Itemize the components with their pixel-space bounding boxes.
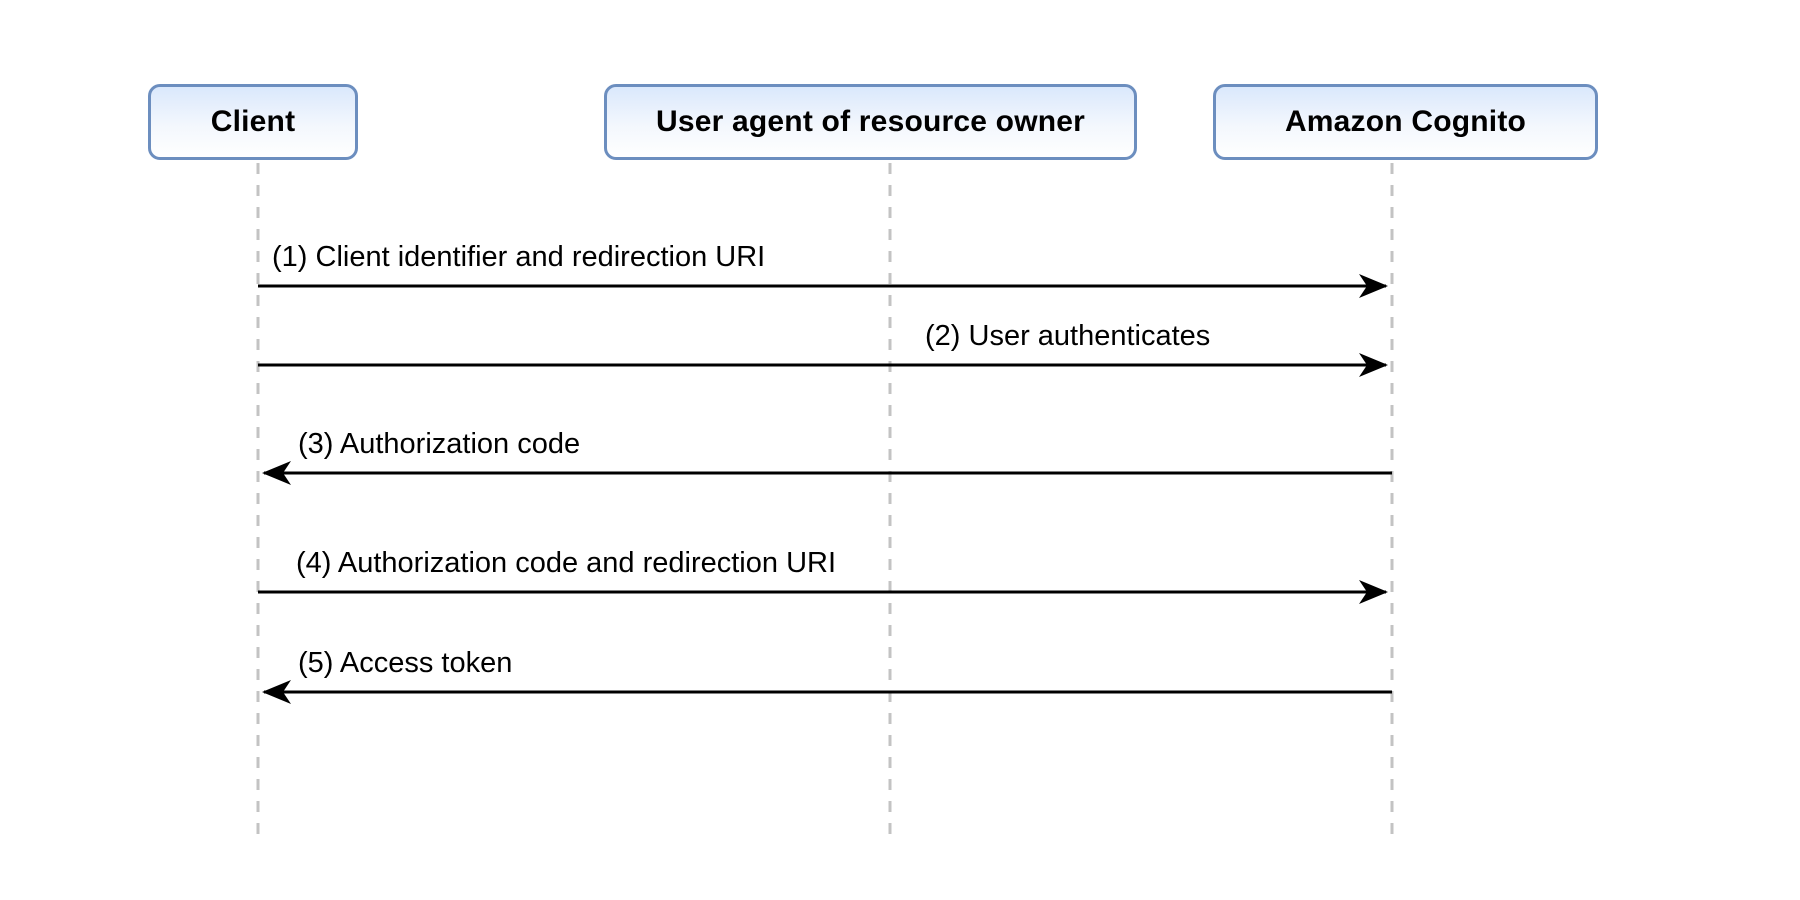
actor-amazon-cognito-label: Amazon Cognito [1284,105,1527,138]
actor-client-label: Client [210,105,296,138]
message-label-4: (4) Authorization code and redirection U… [296,547,837,579]
message-label-1: (1) Client identifier and redirection UR… [272,241,766,273]
message-label-3: (3) Authorization code [298,428,581,460]
message-label-5: (5) Access token [298,647,513,679]
actor-user-agent: User agent of resource owner [604,84,1137,160]
actor-amazon-cognito: Amazon Cognito [1213,84,1598,160]
actor-user-agent-label: User agent of resource owner [655,105,1086,138]
message-label-2: (2) User authenticates [925,320,1211,352]
actor-client: Client [148,84,358,160]
